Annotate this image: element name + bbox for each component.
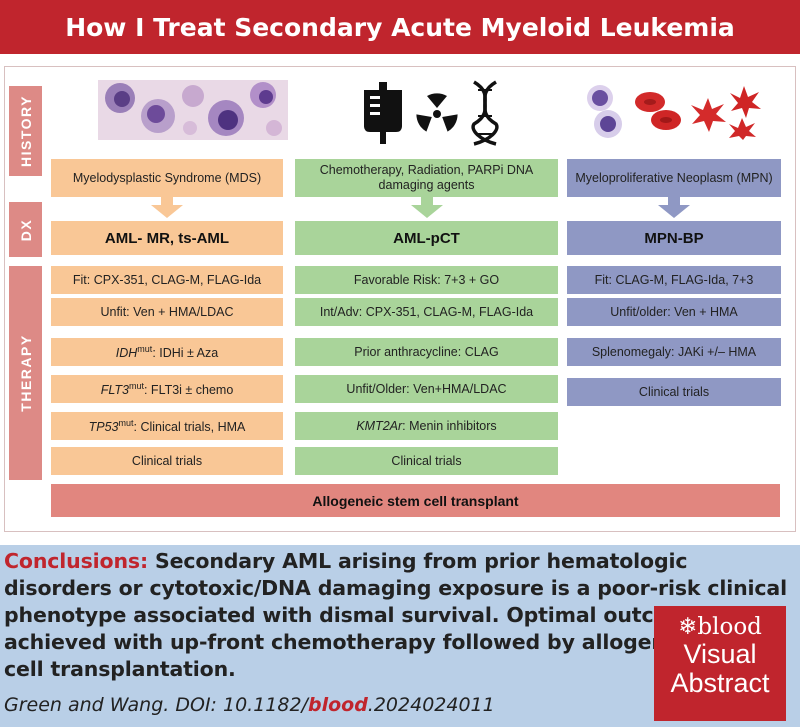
- therapy-line: Prior anthracycline: CLAG: [354, 345, 499, 360]
- citation-journal: blood: [307, 694, 368, 716]
- therapy-box: Splenomegaly: JAKi +/– HMA: [567, 338, 781, 366]
- therapy-text: Unfit: Ven + HMA/LDAC: [100, 304, 234, 319]
- therapy-line: Unfit: Ven + HMA/LDAC: [100, 305, 233, 320]
- therapy-label: THERAPY: [9, 266, 42, 480]
- therapy-text: : FLT3i ± chemo: [143, 383, 234, 398]
- therapy-line: Int/Adv: CPX-351, CLAG-M, FLAG-Ida: [320, 305, 533, 320]
- therapy-text: Unfit/older: Ven + HMA: [610, 304, 738, 319]
- blood-cells-image: [587, 85, 761, 140]
- therapy-line: FLT3mut: FLT3i ± chemo: [101, 379, 234, 398]
- therapy-text: Unfit/Older: Ven+HMA/LDAC: [346, 381, 507, 396]
- down-arrow-icon: [410, 196, 443, 218]
- therapy-box: IDHmut: IDHi ± Aza: [51, 338, 283, 366]
- therapy-box: Fit: CLAG-M, FLAG-Ida, 7+3: [567, 266, 781, 294]
- therapy-line: Clinical trials: [639, 385, 709, 400]
- therapy-line: Unfit/Older: Ven+HMA/LDAC: [346, 382, 506, 397]
- therapy-text: Favorable Risk: 7+3 + GO: [353, 272, 500, 287]
- therapy-box: TP53mut: Clinical trials, HMA: [51, 412, 283, 440]
- therapy-box: Unfit/older: Ven + HMA: [567, 298, 781, 326]
- therapy-text: Clinical trials: [131, 453, 203, 468]
- transplant-bar: Allogeneic stem cell transplant: [51, 484, 780, 517]
- therapy-box: Clinical trials: [51, 447, 283, 475]
- therapy-box: Favorable Risk: 7+3 + GO: [295, 266, 558, 294]
- therapy-line: Favorable Risk: 7+3 + GO: [354, 273, 499, 288]
- therapy-box: FLT3mut: FLT3i ± chemo: [51, 375, 283, 403]
- therapy-text: Int/Adv: CPX-351, CLAG-M, FLAG-Ida: [319, 304, 534, 319]
- therapy-label-text: THERAPY: [17, 334, 34, 412]
- gene-mutation-sup: mut: [118, 418, 134, 429]
- diagnosis-box: MPN-BP: [567, 221, 781, 255]
- therapy-line: IDHmut: IDHi ± Aza: [116, 342, 218, 361]
- history-box: Chemotherapy, Radiation, PARPi DNA damag…: [295, 159, 558, 197]
- citation-prefix: Green and Wang. DOI: 10.1182/: [4, 694, 308, 716]
- dna-icon: [471, 80, 499, 146]
- down-arrow-icon: [151, 196, 183, 218]
- dx-label-text: DX: [17, 218, 34, 241]
- down-arrow-icon: [658, 196, 690, 218]
- blood-logo: ❄blood: [678, 614, 762, 640]
- therapy-box: Clinical trials: [567, 378, 781, 406]
- conclusions-label: Conclusions:: [4, 549, 149, 573]
- therapy-text: Clinical trials: [391, 453, 462, 468]
- therapy-box: KMT2Ar: Menin inhibitors: [295, 412, 558, 440]
- therapy-line: Unfit/older: Ven + HMA: [610, 305, 738, 320]
- conclusions-text: Conclusions: Secondary AML arising from …: [4, 548, 790, 683]
- therapy-box: Fit: CPX-351, CLAG-M, FLAG-Ida: [51, 266, 283, 294]
- therapy-box: Clinical trials: [295, 447, 558, 475]
- therapy-text: Fit: CPX-351, CLAG-M, FLAG-Ida: [72, 272, 262, 287]
- diagnosis-box: AML-pCT: [295, 221, 558, 255]
- therapy-line: KMT2Ar: Menin inhibitors: [356, 419, 496, 434]
- diagnosis-box: AML- MR, ts-AML: [51, 221, 283, 255]
- page-title: How I Treat Secondary Acute Myeloid Leuk…: [0, 0, 800, 57]
- therapy-text: : Menin inhibitors: [402, 418, 497, 433]
- therapy-text: : Clinical trials, HMA: [133, 420, 246, 435]
- therapy-line: Fit: CLAG-M, FLAG-Ida, 7+3: [595, 273, 754, 288]
- conclusions-body: Secondary AML arising from prior hematol…: [4, 549, 787, 681]
- therapy-box: Unfit/Older: Ven+HMA/LDAC: [295, 375, 558, 403]
- therapy-box: Prior anthracycline: CLAG: [295, 338, 558, 366]
- visual-abstract-badge: ❄blood Visual Abstract: [654, 606, 786, 721]
- history-box: Myelodysplastic Syndrome (MDS): [51, 159, 283, 197]
- therapy-line: Fit: CPX-351, CLAG-M, FLAG-Ida: [73, 273, 261, 288]
- citation: Green and Wang. DOI: 10.1182/blood.20240…: [4, 694, 604, 716]
- therapy-text: Prior anthracycline: CLAG: [354, 344, 499, 359]
- citation-suffix: .2024024011: [367, 694, 495, 716]
- gene-mutation-sup: mut: [128, 381, 144, 392]
- therapy-line: Clinical trials: [391, 454, 461, 469]
- radiation-icon: [416, 93, 458, 132]
- therapy-text: : IDHi ± Aza: [152, 346, 219, 361]
- gene-mutation-sup: mut: [137, 344, 153, 355]
- therapy-line: Clinical trials: [132, 454, 202, 469]
- gene-name: TP53: [88, 420, 119, 435]
- therapy-text: Fit: CLAG-M, FLAG-Ida, 7+3: [594, 272, 754, 287]
- history-label: HISTORY: [9, 86, 42, 176]
- badge-line1: Visual: [683, 639, 757, 669]
- therapy-line: Splenomegaly: JAKi +/– HMA: [592, 345, 756, 360]
- therapy-text: Splenomegaly: JAKi +/– HMA: [591, 344, 757, 359]
- therapy-box: Unfit: Ven + HMA/LDAC: [51, 298, 283, 326]
- gene-name: IDH: [115, 346, 138, 361]
- history-label-text: HISTORY: [17, 95, 34, 167]
- gene-name: KMT2Ar: [356, 418, 403, 433]
- history-box: Myeloproliferative Neoplasm (MPN): [567, 159, 781, 197]
- gene-name: FLT3: [100, 383, 129, 398]
- therapy-text: Clinical trials: [638, 384, 710, 399]
- therapy-box: Int/Adv: CPX-351, CLAG-M, FLAG-Ida: [295, 298, 558, 326]
- badge-line2: Abstract: [670, 668, 770, 698]
- iv-bag-icon: [364, 82, 402, 144]
- blood-logo-text: blood: [697, 614, 762, 640]
- therapy-line: TP53mut: Clinical trials, HMA: [89, 416, 246, 435]
- dx-label: DX: [9, 202, 42, 257]
- blood-smear-image: [98, 80, 288, 140]
